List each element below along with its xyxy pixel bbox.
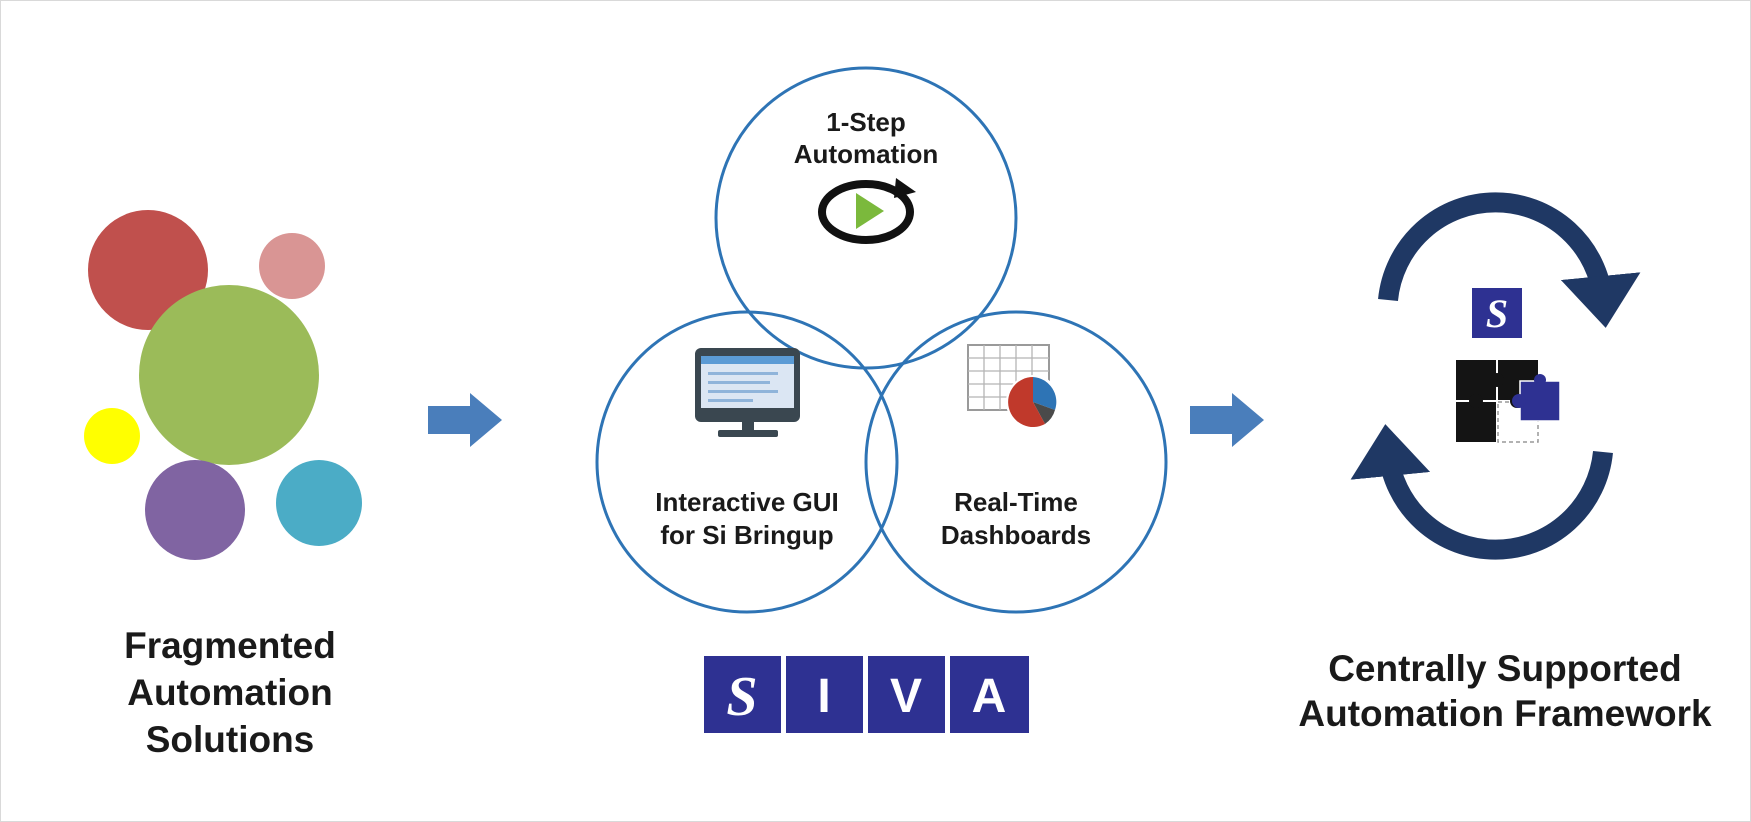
arrow-center-to-right <box>1190 393 1264 447</box>
puzzle-icon <box>1456 360 1561 443</box>
fragmented-caption-line3: Solutions <box>145 719 315 760</box>
bubble-red <box>88 210 208 330</box>
venn-circle-top <box>714 66 1018 370</box>
monitor-icon <box>695 348 800 437</box>
arrow-left-to-center <box>428 393 502 447</box>
bubble-teal <box>276 460 362 546</box>
fragmented-caption: Fragmented Automation Solutions <box>60 622 400 763</box>
venn-top-label-line2: Automation <box>794 139 938 169</box>
bubble-purple <box>145 460 245 560</box>
venn-diagram: 1-Step Automation <box>595 66 1168 614</box>
bubble-green <box>139 285 319 465</box>
cycle-arrow-top-icon <box>1378 192 1641 328</box>
s-badge <box>1472 288 1522 338</box>
dashboard-icon <box>967 344 1060 429</box>
cycle-arrow-bottom-icon <box>1350 424 1613 560</box>
logo-letter-a: A <box>972 670 1007 723</box>
logo-letter-s: S <box>726 666 757 728</box>
framework-caption-line2: Automation Framework <box>1298 693 1712 734</box>
venn-circle-right <box>864 310 1168 614</box>
bubble-yellow <box>84 408 140 464</box>
logo-letter-v: V <box>890 670 922 723</box>
framework-cycle: S <box>1350 192 1641 560</box>
s-badge-letter: S <box>1486 291 1508 336</box>
bubble-pink <box>259 233 325 299</box>
venn-left-label-line1: Interactive GUI <box>655 487 839 517</box>
fragmented-caption-line2: Automation <box>127 672 333 713</box>
siva-logo: S I V A <box>704 656 1029 733</box>
venn-circle-left <box>595 310 899 614</box>
logo-letter-i: I <box>817 670 830 723</box>
venn-right-label-line1: Real-Time <box>954 487 1078 517</box>
framework-caption: Centrally Supported Automation Framework <box>1265 646 1745 736</box>
framework-caption-line1: Centrally Supported <box>1328 648 1682 689</box>
venn-left-label-line2: for Si Bringup <box>660 520 833 550</box>
fragmented-caption-line1: Fragmented <box>124 625 336 666</box>
fragmented-bubbles <box>84 210 362 560</box>
venn-top-label-line1: 1-Step <box>826 107 905 137</box>
venn-right-label-line2: Dashboards <box>941 520 1091 550</box>
play-loop-icon <box>818 178 916 244</box>
